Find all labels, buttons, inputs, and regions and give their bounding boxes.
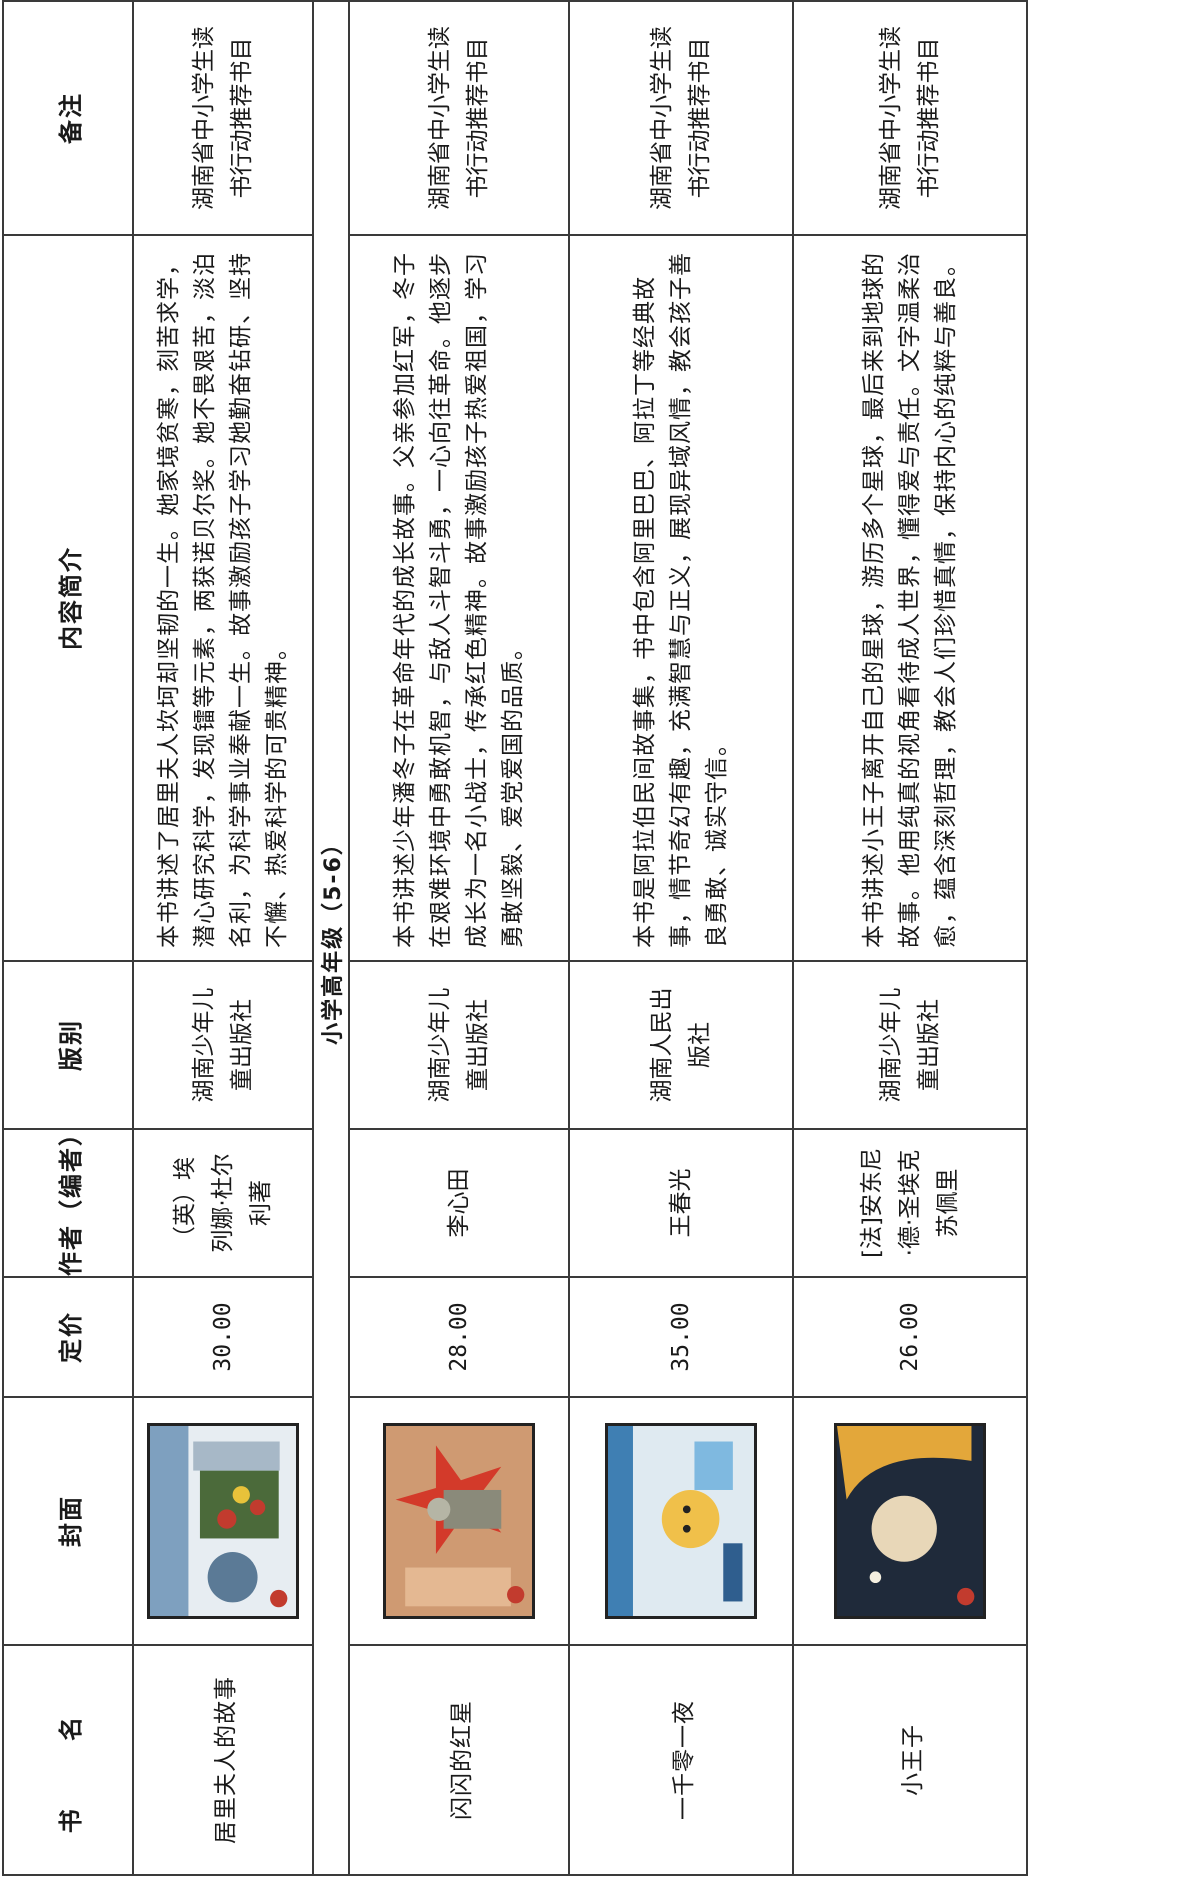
book-note: 湖南省中小学生读书行动推荐书目 — [133, 1, 313, 235]
book-cover-cell — [569, 1397, 793, 1645]
book-price: 26.00 — [793, 1277, 1027, 1397]
book-name: 一千零一夜 — [569, 1645, 793, 1875]
book-note: 湖南省中小学生读书行动推荐书目 — [349, 1, 569, 235]
book-note: 湖南省中小学生读书行动推荐书目 — [569, 1, 793, 235]
book-cover-cell — [133, 1397, 313, 1645]
book-author: [法]安东尼·德·圣埃克苏佩里 — [793, 1129, 1027, 1277]
book-author: 李心田 — [349, 1129, 569, 1277]
book-name: 闪闪的红星 — [349, 1645, 569, 1875]
section-row: 小学高年级（5-6） — [313, 1, 349, 1875]
book-publisher: 湖南少年儿童出版社 — [793, 961, 1027, 1129]
book-cover-image — [834, 1423, 986, 1619]
table-row: 小王子 26.00 [法]安东尼·德·圣埃克苏佩里 湖南少年儿童出版社 本书讲述… — [793, 1, 1027, 1875]
book-intro: 本书讲述了居里夫人坎坷却坚韧的一生。她家境贫寒，刻苦求学，潜心研究科学，发现镭等… — [133, 235, 313, 961]
book-name: 小王子 — [793, 1645, 1027, 1875]
book-publisher: 湖南少年儿童出版社 — [349, 961, 569, 1129]
book-intro: 本书讲述小王子离开自己的星球，游历多个星球，最后来到地球的故事。他用纯真的视角看… — [793, 235, 1027, 961]
header-price: 定价 — [3, 1277, 133, 1397]
header-publisher: 版别 — [3, 961, 133, 1129]
book-name: 居里夫人的故事 — [133, 1645, 313, 1875]
header-intro: 内容简介 — [3, 235, 133, 961]
header-author: 作者（编者） — [3, 1129, 133, 1277]
header-cover: 封面 — [3, 1397, 133, 1645]
book-publisher: 湖南少年儿童出版社 — [133, 961, 313, 1129]
header-row: 书 名 封面 定价 作者（编者） 版别 内容简介 备注 — [3, 1, 133, 1875]
book-note: 湖南省中小学生读书行动推荐书目 — [793, 1, 1027, 235]
book-table: 书 名 封面 定价 作者（编者） 版别 内容简介 备注 居里夫人的故事 — [2, 0, 1028, 1876]
header-note: 备注 — [3, 1, 133, 235]
section-label: 小学高年级（5-6） — [313, 1, 349, 1875]
header-name: 书 名 — [3, 1645, 133, 1875]
table-row: 居里夫人的故事 30.00 — [133, 1, 313, 1875]
book-intro: 本书讲述少年潘冬子在革命年代的成长故事。父亲参加红军，冬子在艰难环境中勇敢机智，… — [349, 235, 569, 961]
book-price: 30.00 — [133, 1277, 313, 1397]
book-intro: 本书是阿拉伯民间故事集，书中包含阿里巴巴、阿拉丁等经典故事，情节奇幻有趣，充满智… — [569, 235, 793, 961]
book-price: 35.00 — [569, 1277, 793, 1397]
book-cover-cell — [793, 1397, 1027, 1645]
table-row: 一千零一夜 35.00 王春光 湖南人民出版社 本书是阿拉 — [569, 1, 793, 1875]
book-cover-image — [383, 1423, 535, 1619]
book-author: 王春光 — [569, 1129, 793, 1277]
book-price: 28.00 — [349, 1277, 569, 1397]
book-cover-image — [147, 1423, 299, 1619]
book-cover-image — [605, 1423, 757, 1619]
book-publisher: 湖南人民出版社 — [569, 961, 793, 1129]
book-cover-cell — [349, 1397, 569, 1645]
book-author: （英）埃列娜·杜尔利著 — [133, 1129, 313, 1277]
table-row: 闪闪的红星 28.00 李心田 湖南少年儿童出版社 本书讲述少年潘冬子在革命年代… — [349, 1, 569, 1875]
